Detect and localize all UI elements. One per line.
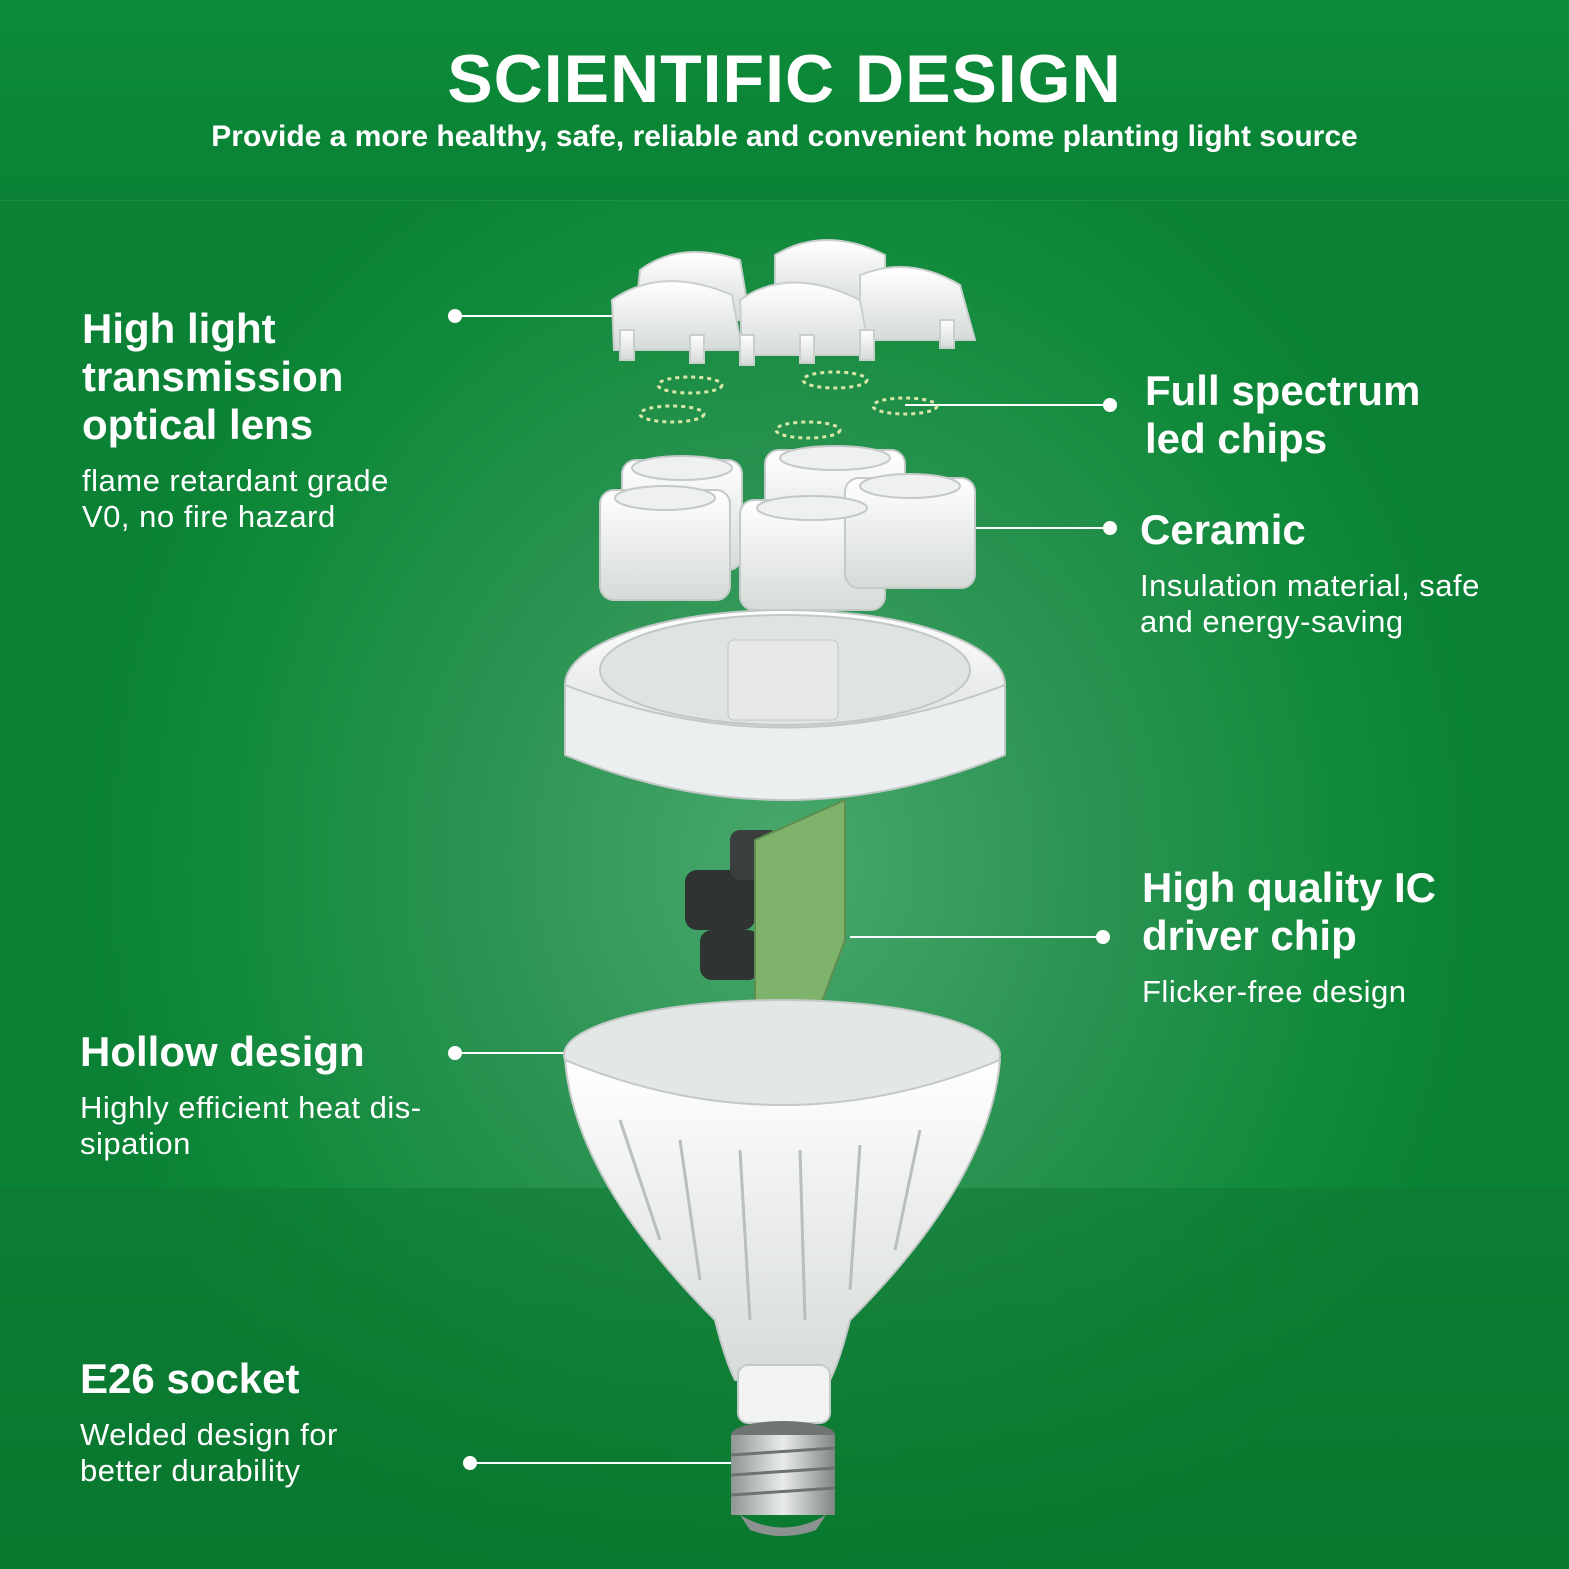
bulb-body (563, 999, 1002, 1424)
feature-ceramic: Ceramic Insulation material, safe and en… (1140, 506, 1480, 640)
driver-connector-dot (1096, 930, 1110, 944)
chips-connector-dot (1103, 398, 1117, 412)
header-band (0, 0, 1569, 201)
feature-optical-lens: High light transmission optical lens fla… (82, 305, 389, 535)
ceramic-connector-dot (1103, 521, 1117, 535)
e26-socket (730, 1421, 836, 1536)
feature-description: Welded design for better durability (80, 1417, 338, 1488)
feature-ic-driver: High quality IC driver chip Flicker-free… (1142, 864, 1436, 1010)
feature-led-chips: Full spectrum led chips (1145, 367, 1420, 463)
feature-description: Highly efficient heat dis- sipation (80, 1090, 422, 1161)
page-title: SCIENTIFIC DESIGN (447, 41, 1122, 117)
feature-description: Insulation material, safe and energy-sav… (1140, 568, 1480, 639)
feature-description: flame retardant grade V0, no fire hazard (82, 463, 389, 534)
feature-description: Flicker-free design (1142, 974, 1407, 1009)
hollow-connector-dot (448, 1046, 462, 1060)
socket-connector-dot (463, 1456, 477, 1470)
feature-heading: Hollow design (80, 1028, 365, 1075)
ceramic-holders (599, 445, 976, 611)
feature-heading: High quality IC driver chip (1142, 864, 1436, 959)
led-chip-rings (638, 370, 939, 440)
feature-hollow-design: Hollow design Highly efficient heat dis-… (80, 1028, 422, 1162)
lens-cluster (610, 239, 977, 366)
feature-heading: E26 socket (80, 1355, 300, 1402)
page-subtitle: Provide a more healthy, safe, reliable a… (211, 120, 1358, 153)
feature-heading: Full spectrum led chips (1145, 367, 1421, 462)
heatsink-ring (564, 609, 1006, 801)
feature-heading: Ceramic (1140, 506, 1306, 553)
feature-heading: High light transmission optical lens (82, 305, 344, 448)
lens-connector-dot (448, 309, 462, 323)
feature-e26-socket: E26 socket Welded design for better dura… (80, 1355, 338, 1489)
